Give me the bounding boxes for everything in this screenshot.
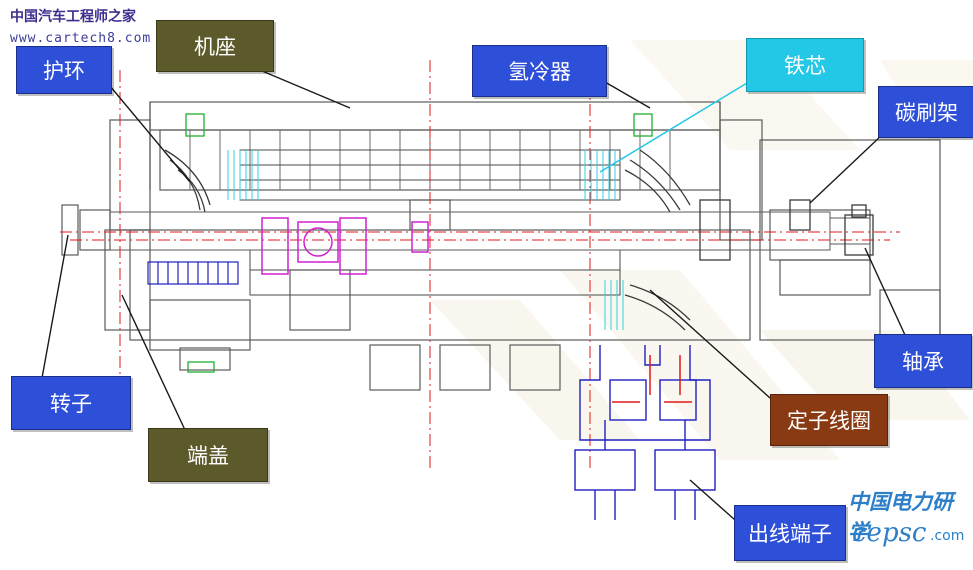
- end-cover-grille: [147, 261, 239, 285]
- hydrogen-coolers: [227, 150, 624, 330]
- label-end-cover: 端盖: [148, 428, 268, 482]
- leader-line-cyan: [599, 79, 753, 173]
- magenta-supports: [261, 217, 429, 275]
- label-frame: 机座: [156, 20, 274, 72]
- label-rotor: 转子: [11, 376, 131, 430]
- site-url-watermark: www.cartech8.com: [10, 31, 152, 46]
- label-hydrogen-cooler: 氢冷器: [472, 45, 607, 97]
- leader-lines: [41, 67, 906, 521]
- label-stator-winding: 定子线圈: [770, 394, 888, 446]
- label-bearing: 轴承: [874, 334, 972, 388]
- centerlines: [60, 60, 900, 470]
- label-retaining-ring: 护环: [16, 46, 112, 94]
- label-iron-core: 铁芯: [746, 38, 864, 92]
- brand-suffix-watermark: .com: [930, 528, 965, 544]
- rotor-shaft: [109, 211, 871, 251]
- output-terminals: [574, 345, 716, 520]
- brand-logo-watermark: cepsc: [852, 518, 927, 548]
- label-brush-holder: 碳刷架: [878, 86, 973, 138]
- terminal-red-marks: [612, 355, 692, 403]
- site-name-watermark: 中国汽车工程师之家: [10, 9, 136, 25]
- bearing-brush-gear: [699, 199, 874, 261]
- machine-frame: [61, 101, 941, 391]
- label-output-terminal: 出线端子: [734, 505, 846, 561]
- green-accents: [185, 113, 653, 373]
- brand-cn-watermark: 中国电力研学: [848, 489, 953, 544]
